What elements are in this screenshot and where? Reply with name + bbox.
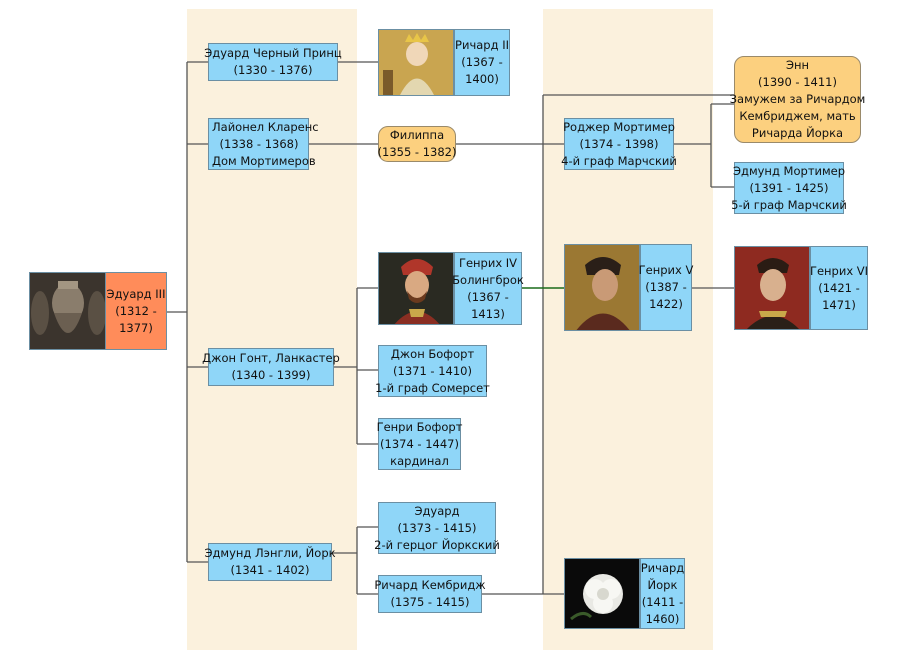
person-john-gaunt[interactable]: Джон Гонт, Ланкастер (1340 - 1399)	[202, 348, 340, 386]
person-name: Ричард	[640, 560, 685, 575]
person-black-prince[interactable]: Эдуард Черный Принц (1330 - 1376)	[204, 43, 342, 81]
person-roger-mortimer[interactable]: Роджер Мортимер (1374 - 1398) 4-й граф М…	[561, 118, 677, 170]
person-dates: 1471)	[822, 297, 856, 312]
person-dates: (1312 -	[115, 303, 157, 318]
person-edmund-mortimer[interactable]: Эдмунд Мортимер (1391 - 1425) 5-й граф М…	[731, 162, 847, 214]
person-dates: 1377)	[119, 320, 153, 335]
person-title: 2-й герцог Йоркский	[374, 537, 500, 552]
person-name: Эдуард	[414, 503, 460, 518]
king-portrait-icon	[735, 247, 809, 329]
person-name: Ричард Кембридж	[374, 578, 486, 592]
person-john-beaufort[interactable]: Джон Бофорт (1371 - 1410) 1-й граф Сомер…	[375, 345, 490, 397]
person-henry-beaufort[interactable]: Генри Бофорт (1374 - 1447) кардинал	[376, 418, 463, 470]
person-henry4[interactable]: Генрих IV Болингброк (1367 - 1413)	[452, 252, 524, 325]
edward3-portrait	[29, 272, 106, 350]
person-dates: (1371 - 1410)	[393, 363, 472, 378]
person-dates: 1413)	[471, 306, 505, 321]
person-dates: 1422)	[649, 297, 683, 311]
person-name: Эдуард Черный Принц	[204, 46, 342, 60]
person-name: Эдмунд Мортимер	[732, 163, 846, 178]
person-title: 1-й граф Сомерсет	[375, 380, 490, 395]
person-note: Кембриджем, мать	[739, 109, 856, 123]
crowned-king-portrait-icon	[379, 30, 453, 95]
king-portrait-icon	[565, 245, 639, 330]
person-name: Ричард II	[455, 38, 509, 52]
person-dates: (1374 - 1447)	[380, 436, 459, 451]
person-title: 5-й граф Марчский	[731, 197, 847, 212]
person-dates: (1390 - 1411)	[758, 75, 837, 89]
person-house: Дом Мортимеров	[212, 153, 316, 168]
person-anne[interactable]: Энн (1390 - 1411) Замужем за Ричардом Ке…	[730, 56, 865, 143]
person-name: Джон Бофорт	[390, 346, 475, 361]
person-dates: (1374 - 1398)	[579, 136, 659, 151]
person-name: Генрих IV	[458, 255, 518, 270]
person-dates: (1391 - 1425)	[749, 180, 829, 195]
person-edward3[interactable]: Эдуард III (1312 - 1377)	[105, 272, 167, 350]
person-richard-york[interactable]: Ричард Йорк (1411 - 1460)	[640, 558, 685, 629]
person-philippa[interactable]: Филиппа (1355 - 1382)	[378, 126, 456, 162]
person-dates: 1460)	[645, 611, 680, 626]
effigy-portrait-icon	[30, 273, 105, 349]
richard-york-emblem	[564, 558, 640, 629]
person-dates: 1400)	[465, 72, 499, 86]
person-name: Генрих V	[638, 263, 694, 277]
person-dates: (1411 -	[641, 594, 684, 609]
person-dates: (1340 - 1399)	[231, 368, 311, 382]
henry6-portrait	[734, 246, 810, 330]
person-henry5[interactable]: Генрих V (1387 - 1422)	[638, 244, 694, 331]
person-richard-cambridge[interactable]: Ричард Кембридж (1375 - 1415)	[374, 575, 486, 613]
person-name: Болингброк	[452, 272, 524, 287]
henry5-portrait	[564, 244, 640, 331]
person-dates: (1355 - 1382)	[377, 145, 457, 159]
person-dates: (1367 -	[461, 55, 503, 69]
person-name: Генри Бофорт	[376, 419, 463, 434]
person-dates: (1373 - 1415)	[397, 520, 477, 535]
richard2-portrait	[378, 29, 454, 96]
person-dates: (1341 - 1402)	[230, 563, 310, 577]
person-note: Замужем за Ричардом	[729, 92, 866, 106]
person-edward-york[interactable]: Эдуард (1373 - 1415) 2-й герцог Йоркский	[374, 502, 500, 554]
person-title: 4-й граф Марчский	[561, 153, 677, 168]
white-rose-icon	[565, 559, 639, 628]
henry4-portrait	[378, 252, 454, 325]
person-dates: (1367 -	[467, 289, 509, 304]
person-name: Генрих VI	[809, 263, 869, 278]
person-name: Роджер Мортимер	[563, 119, 675, 134]
person-henry6[interactable]: Генрих VI (1421 - 1471)	[810, 246, 868, 330]
person-name: Филиппа	[389, 128, 445, 142]
person-title: кардинал	[390, 453, 449, 468]
person-note: Ричарда Йорка	[751, 126, 844, 140]
person-edmund-langley[interactable]: Эдмунд Лэнгли, Йорк (1341 - 1402)	[204, 543, 336, 581]
person-name: Энн	[785, 58, 810, 72]
person-dates: (1387 -	[645, 280, 687, 294]
person-richard2[interactable]: Ричард II (1367 - 1400)	[454, 29, 510, 96]
person-name: Эдмунд Лэнгли, Йорк	[204, 546, 336, 560]
king-portrait-icon	[379, 253, 453, 324]
person-lionel[interactable]: Лайонел Кларенс (1338 - 1368) Дом Мортим…	[208, 118, 319, 170]
person-name: Эдуард III	[106, 286, 166, 301]
person-name: Джон Гонт, Ланкастер	[202, 351, 340, 365]
person-name: Лайонел Кларенс	[212, 119, 319, 134]
person-dates: (1330 - 1376)	[233, 63, 313, 77]
person-dates: (1421 -	[818, 280, 860, 295]
person-name: Йорк	[647, 577, 678, 592]
person-dates: (1375 - 1415)	[390, 595, 470, 609]
person-dates: (1338 - 1368)	[219, 136, 299, 151]
